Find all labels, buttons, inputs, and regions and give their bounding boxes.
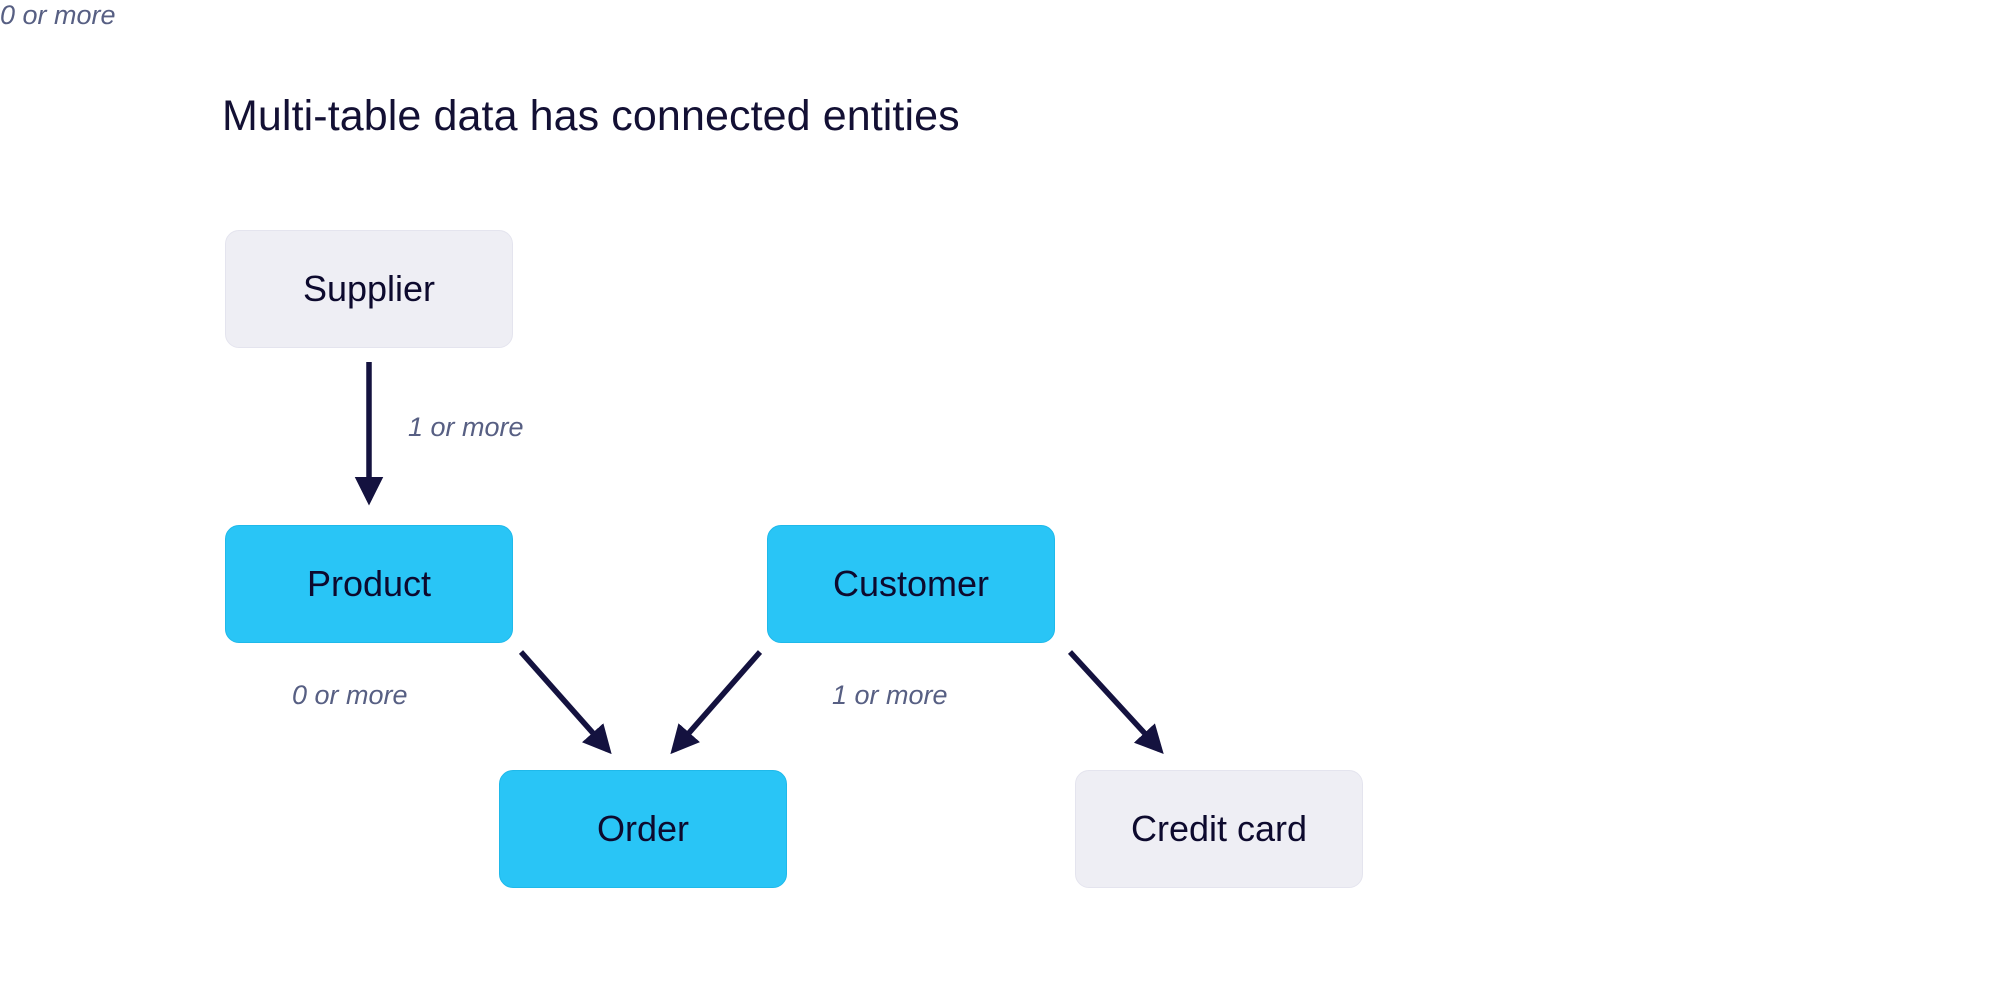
entity-node-order[interactable]: Order bbox=[499, 770, 787, 888]
page-title: Multi-table data has connected entities bbox=[222, 92, 960, 140]
edge-label-customer-credit-card: 0 or more bbox=[0, 0, 116, 30]
edge-label-product-order: 0 or more bbox=[292, 680, 408, 710]
edge-label-supplier-product: 1 or more bbox=[408, 412, 524, 442]
edge-label-customer-order: 1 or more bbox=[832, 680, 948, 710]
edge-product-to-order bbox=[518, 650, 612, 755]
entity-node-supplier[interactable]: Supplier bbox=[225, 230, 513, 348]
entity-node-credit-card[interactable]: Credit card bbox=[1075, 770, 1363, 888]
entity-node-label: Customer bbox=[832, 563, 990, 604]
entity-node-customer[interactable]: Customer bbox=[767, 525, 1055, 643]
edge-customer-to-credit-card bbox=[1067, 650, 1164, 755]
entity-node-product[interactable]: Product bbox=[225, 525, 513, 643]
entity-node-label: Credit card bbox=[1130, 808, 1308, 849]
entity-node-label: Order bbox=[596, 808, 690, 849]
entity-node-label: Product bbox=[306, 563, 432, 604]
entity-node-label: Supplier bbox=[302, 268, 436, 309]
edge-customer-to-order bbox=[670, 650, 763, 755]
